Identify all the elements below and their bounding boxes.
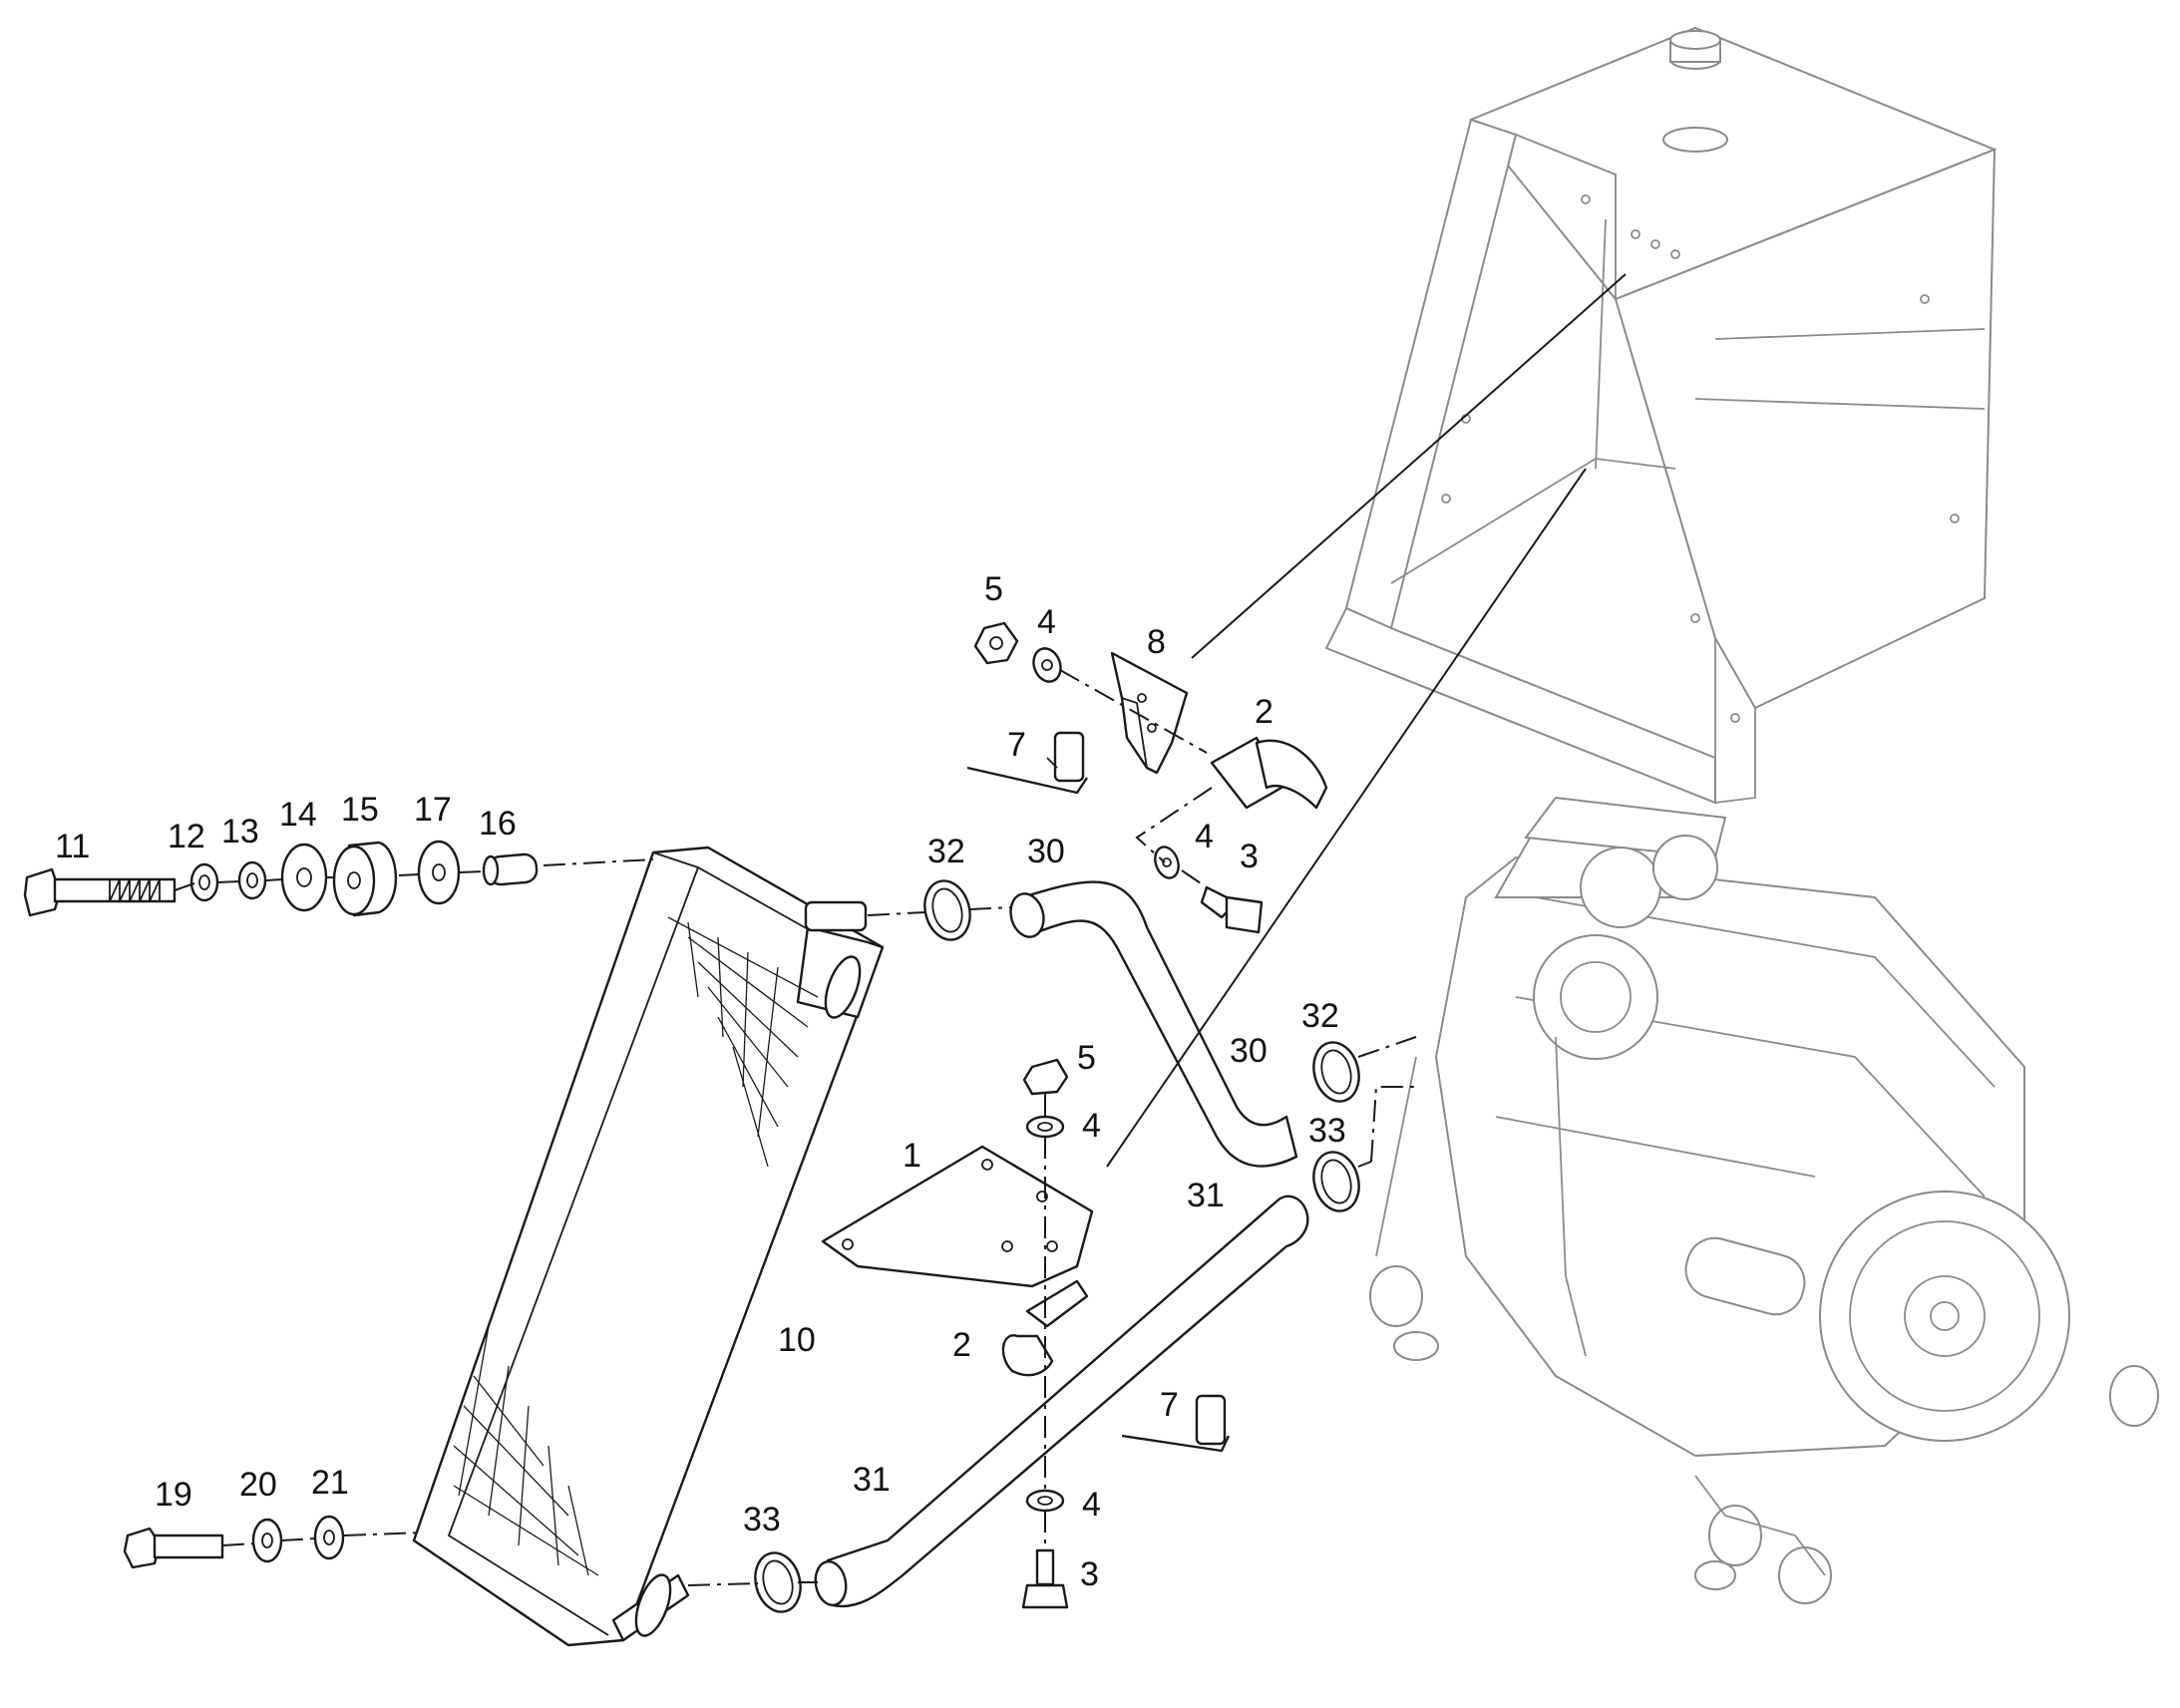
rubber-mount-lower (1001, 1279, 1089, 1377)
callout-5-upper: 5 (984, 570, 1003, 608)
rubber-mount-upper (1210, 736, 1328, 810)
callout-19: 19 (155, 1476, 192, 1514)
callout-5-vertical: 5 (1077, 1039, 1096, 1077)
callout-labels: 1 2 2 3 3 4 4 4 4 5 5 7 7 8 10 11 12 13 … (55, 570, 1346, 1593)
nut-vertical (1022, 1058, 1069, 1096)
washer-vertical-top (1025, 1115, 1065, 1139)
callout-8: 8 (1147, 623, 1166, 661)
callout-4-mid: 4 (1195, 818, 1214, 855)
washer-upper (1032, 647, 1062, 683)
bolt-vertical (1021, 1548, 1069, 1609)
upper-bracket (1110, 651, 1189, 775)
rubber-bush-15 (332, 841, 398, 917)
upper-hose (1009, 880, 1298, 1168)
callout-20: 20 (239, 1466, 277, 1504)
callout-2-upper: 2 (1255, 693, 1273, 731)
callout-7-upper: 7 (1007, 726, 1026, 764)
washer-12 (189, 862, 219, 902)
callout-7-lower: 7 (1160, 1386, 1179, 1424)
bolt-upper (1200, 885, 1264, 934)
assembly-centerlines (174, 669, 1417, 1586)
callout-31-lower: 31 (853, 1461, 891, 1499)
washer-17 (417, 840, 461, 905)
bolt-long (23, 867, 177, 917)
washer-21 (313, 1515, 345, 1560)
callout-13: 13 (221, 813, 259, 851)
callout-3-upper: 3 (1240, 838, 1259, 875)
callout-12: 12 (168, 818, 205, 855)
callout-33-upper: 33 (1308, 1112, 1346, 1150)
lower-hose (814, 1195, 1309, 1608)
clip-lower (1121, 1394, 1231, 1453)
callout-1: 1 (903, 1137, 921, 1175)
callout-21: 21 (311, 1464, 349, 1502)
callout-32-upper: 32 (927, 833, 965, 870)
callout-31-upper: 31 (1187, 1177, 1225, 1214)
callout-2-lower: 2 (952, 1326, 971, 1364)
callout-32-lower: 32 (1301, 997, 1339, 1035)
radiator-core (412, 846, 885, 1647)
spacer-16 (482, 853, 539, 886)
washer-vertical-bottom (1025, 1489, 1065, 1513)
nut-upper (973, 621, 1019, 665)
callout-30-upper: 30 (1027, 833, 1065, 870)
callout-4-vertical-top: 4 (1082, 1107, 1101, 1145)
radiator-support-frame (1324, 26, 1998, 805)
washer-20 (251, 1518, 283, 1563)
hose-clamp-32-lower (1312, 1041, 1360, 1103)
bracket-plate (821, 1145, 1094, 1288)
engine-assembly (1369, 796, 2159, 1604)
hose-clamp-32-upper (923, 879, 971, 941)
callout-16: 16 (479, 805, 517, 843)
callout-17: 17 (414, 791, 452, 829)
callout-4-upper: 4 (1037, 603, 1056, 641)
hose-clamp-33-upper (1312, 1151, 1360, 1212)
callout-14: 14 (279, 796, 317, 834)
callout-15: 15 (341, 791, 379, 829)
hose-clamp-33-lower (754, 1551, 802, 1613)
leader-lines (1106, 273, 1627, 1168)
washer-14 (280, 843, 328, 912)
washer-mid-right (1154, 846, 1180, 879)
callout-11: 11 (55, 828, 90, 865)
callout-3-lower: 3 (1080, 1555, 1099, 1593)
bolt-short (123, 1527, 224, 1569)
callout-4-vertical-bottom: 4 (1082, 1486, 1101, 1524)
washer-13 (237, 860, 267, 900)
callout-10: 10 (778, 1321, 816, 1359)
callout-33-lower: 33 (743, 1501, 781, 1538)
callout-30-lower: 30 (1230, 1032, 1268, 1070)
clip-upper (966, 731, 1088, 795)
